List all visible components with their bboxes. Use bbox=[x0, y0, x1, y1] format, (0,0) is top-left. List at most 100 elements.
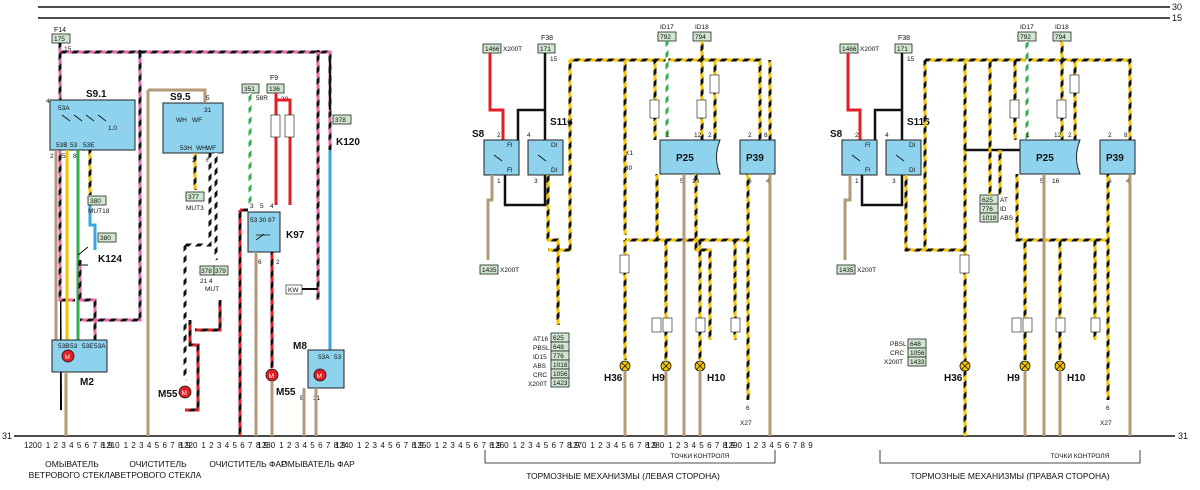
ruler-tick: 8 bbox=[178, 441, 183, 450]
tag-1435b-value: 1435 bbox=[839, 267, 854, 274]
s95-sub-4: WH bbox=[196, 145, 207, 152]
switch-s116-left: S116 4 3 Dl Dl bbox=[527, 117, 573, 185]
s91-pin-4: 4 bbox=[46, 98, 50, 105]
ruler-tick: 5 bbox=[699, 441, 704, 450]
k124-name: K124 bbox=[98, 254, 122, 265]
ruler-tick: 3 bbox=[61, 441, 66, 450]
ruler-tick: 9 bbox=[497, 441, 502, 450]
p25a-pin-2: 2 bbox=[708, 132, 712, 139]
rail-31-right-label: 31 bbox=[1178, 431, 1188, 441]
s91-pin-5: 5 bbox=[62, 153, 66, 160]
f38a-name: F38 bbox=[541, 35, 553, 42]
h9b-name: H9 bbox=[1007, 373, 1020, 384]
x27b-name: X27 bbox=[1100, 420, 1112, 427]
ruler-tick: 2 bbox=[598, 441, 603, 450]
ruler-mark: 1270 bbox=[569, 441, 587, 450]
f38b-pin: 15 bbox=[907, 56, 915, 63]
s91-sub-3: 53E bbox=[83, 142, 95, 149]
ruler-tick: 5 bbox=[466, 441, 471, 450]
rl-label-2: CRC bbox=[890, 350, 904, 357]
ruler-tick: 3 bbox=[450, 441, 455, 450]
k97-sub-3: 87 bbox=[268, 217, 276, 224]
motor-m2: M 53B 53 53E 53A M2 bbox=[51, 339, 108, 388]
ml-label-3: ABS bbox=[1000, 215, 1014, 222]
tag-1435a-value: 1435 bbox=[482, 267, 497, 274]
p25b-pin-2: 2 bbox=[1068, 132, 1072, 139]
ruler-tick: 6 bbox=[474, 441, 479, 450]
ruler-tick: 5 bbox=[77, 441, 82, 450]
p39b-pin-2: 2 bbox=[1108, 132, 1112, 139]
id18a-value: 794 bbox=[695, 34, 706, 41]
ruler-tick: 8 bbox=[567, 441, 572, 450]
ll-value-3: 776 bbox=[553, 353, 564, 360]
ruler-tick: 6 bbox=[629, 441, 634, 450]
ll-value-2: 648 bbox=[553, 344, 564, 351]
ruler-tick: 4 bbox=[769, 441, 774, 450]
p39a-pin-4: 4 bbox=[766, 178, 770, 185]
switch-s9-1: S9.1 53A 1.0 53B 53 53E 4 2 5 8 9 bbox=[46, 89, 136, 160]
ruler-tick: 6 bbox=[162, 441, 167, 450]
switch-s8-left: S8 2 1 Fl Fl bbox=[472, 129, 520, 185]
tag-380-mut18: 380 MUT18 bbox=[87, 195, 110, 215]
ruler-tick: 6 bbox=[551, 441, 556, 450]
ruler-tick: 6 bbox=[85, 441, 90, 450]
ruler-tick: 8 bbox=[256, 441, 261, 450]
rail-30: 30 bbox=[38, 2, 1182, 12]
ruler-tick: 6 bbox=[707, 441, 712, 450]
lamp-h36-left: H36 bbox=[604, 360, 631, 384]
ml-label-2: ID bbox=[1000, 206, 1007, 213]
k97-name: K97 bbox=[286, 230, 305, 241]
f38a-value: 171 bbox=[540, 46, 551, 53]
m8-sub-2: 53 bbox=[334, 354, 342, 361]
connector-x27-left: 6 X27 bbox=[740, 405, 752, 427]
h36b-name: H36 bbox=[944, 373, 963, 384]
ruler-tick: 3 bbox=[528, 441, 533, 450]
m2-sub-4: 53A bbox=[94, 343, 106, 350]
s91-sub-4: 1.0 bbox=[108, 125, 117, 132]
s116b-sub-2: Dl bbox=[909, 167, 916, 174]
relay-k97: K97 3 5 4 6 2 53 30 87 bbox=[247, 203, 305, 266]
s95-pin-6: 6 bbox=[206, 157, 210, 164]
list-right: PBSL 648 CRC 1056 X200T 1433 bbox=[884, 338, 927, 367]
ll-label-6: X200T bbox=[528, 381, 547, 388]
fuse-f14: F14 175 15 bbox=[51, 27, 72, 53]
tag-1435a-label: X200T bbox=[500, 267, 519, 274]
tag-379-value: 379 bbox=[215, 268, 226, 275]
rl-value-1: 648 bbox=[910, 341, 921, 348]
p25b-name: P25 bbox=[1036, 153, 1054, 164]
m8-name: M8 bbox=[293, 341, 307, 352]
p39b-pin-8: 8 bbox=[1124, 132, 1128, 139]
relay-k124: 380 K124 bbox=[77, 232, 122, 266]
p25b-pin-5: 5 bbox=[1040, 178, 1044, 185]
k124-tag: 380 bbox=[100, 235, 111, 242]
ruler-tick: 7 bbox=[170, 441, 175, 450]
rl-value-3: 1433 bbox=[910, 359, 925, 366]
s91-sub-1: 53B bbox=[56, 142, 68, 149]
ruler-tick: 4 bbox=[69, 441, 74, 450]
ruler-tick: 3 bbox=[139, 441, 144, 450]
s95-sub-5: WF bbox=[206, 145, 216, 152]
h10b-name: H10 bbox=[1067, 373, 1086, 384]
ruler-tick: 2 bbox=[443, 441, 448, 450]
tag-1466a-value: 1466 bbox=[485, 46, 500, 53]
kw-name: KW bbox=[288, 287, 299, 294]
m2-name: M2 bbox=[80, 377, 94, 388]
p39b-pin-4: 4 bbox=[1126, 178, 1130, 185]
f38a-pin: 15 bbox=[550, 56, 558, 63]
ruler-tick: 7 bbox=[559, 441, 564, 450]
s116a-sub-2: Dl bbox=[551, 167, 558, 174]
s116b-pin-4: 4 bbox=[885, 132, 889, 139]
s8a-sub-1: Fl bbox=[507, 142, 513, 149]
ruler-tick: 7 bbox=[404, 441, 409, 450]
tag-378-379: 378 379 21 4 MUT bbox=[199, 265, 229, 293]
connector-x27-right: 6 X27 bbox=[1100, 405, 1112, 427]
ruler-tick: 5 bbox=[155, 441, 160, 450]
s91-sub-2: 53 bbox=[70, 142, 78, 149]
svg-text:M: M bbox=[317, 373, 322, 380]
caption-brakes-left: ТОРМОЗНЫЕ МЕХАНИЗМЫ (ЛЕВАЯ СТОРОНА) bbox=[526, 471, 720, 481]
ruler-mark: 1200 bbox=[24, 441, 42, 450]
k97-pin-3: 3 bbox=[250, 203, 254, 210]
ruler-tick: 4 bbox=[303, 441, 308, 450]
ruler-mark: 1290 bbox=[724, 441, 742, 450]
module-p39-left: P39 2 8 6 4 bbox=[739, 132, 776, 185]
